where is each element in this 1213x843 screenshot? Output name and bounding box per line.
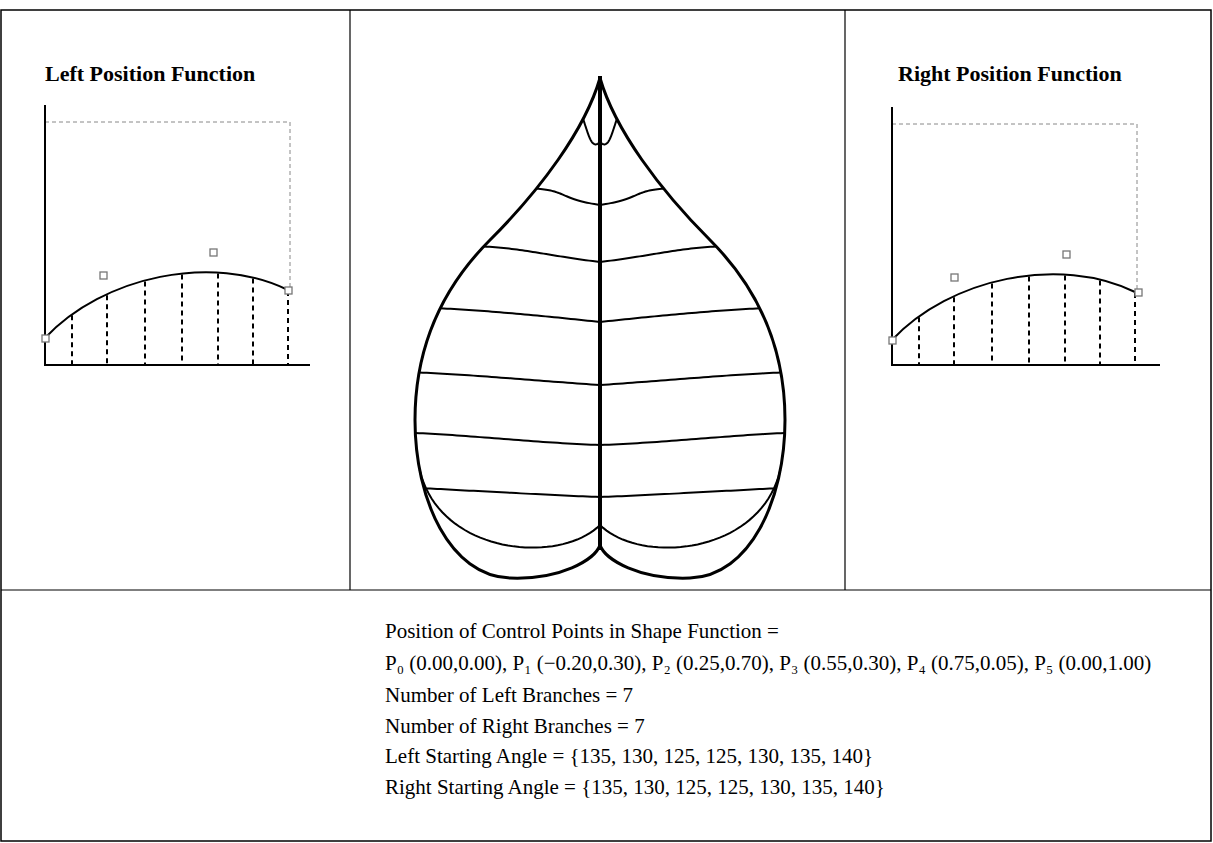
x-axis [44,364,310,366]
sample-lines [72,274,288,364]
control-point [285,287,292,294]
leaf-outline [600,78,785,578]
leaf-vein [583,119,600,144]
leaf-vein [600,189,664,205]
sample-line [252,278,254,364]
y-axis [891,107,893,366]
leaf-vein [600,433,785,445]
leaf-vein [424,488,600,497]
sample-line [181,275,183,364]
panel-divider [1,589,1211,590]
leaf-vein [419,372,600,385]
y-axis [44,105,46,366]
leaf-vein [484,246,600,262]
leaf-vein [600,470,780,548]
leaf-vein [536,189,600,205]
sample-line [1099,280,1101,366]
sample-line [106,295,108,364]
control-point [42,335,49,342]
control-point [100,272,107,279]
bounding-box [45,122,290,290]
position-function-chart [889,107,1160,366]
parameter-text: P₀ (0.00,0.00), P₁ (−0.20,0.30), P₂ (0.2… [385,651,1151,676]
leaf-vein [600,372,781,385]
leaf-midrib [598,76,602,550]
leaf-vein [600,308,760,322]
control-point [1135,289,1142,296]
leaf-vein [440,308,600,322]
sample-line [217,274,219,364]
bezier-curve [45,272,288,338]
sample-line [953,297,955,366]
panel-heading: Left Position Function [45,61,255,87]
sample-line [991,283,993,366]
leaf-outline [415,78,600,578]
leaf-illustration [415,76,785,578]
sample-line [287,291,289,364]
sample-line [1064,276,1066,366]
panel-divider [349,10,350,590]
bezier-curve [892,274,1135,340]
panel-divider [844,10,845,590]
parameter-text: Number of Right Branches = 7 [385,714,645,739]
leaf-vein [420,470,600,548]
parameter-text: Number of Left Branches = 7 [385,683,633,708]
leaf-vein [600,119,617,144]
outer-frame [1,10,1211,841]
parameter-text: Left Starting Angle = {135, 130, 125, 12… [385,744,873,769]
control-point [210,249,217,256]
position-function-chart [42,105,310,366]
x-axis [891,364,1160,366]
bounding-box [892,124,1137,292]
sample-lines [919,276,1135,366]
sample-line [71,315,73,364]
parameter-text: Position of Control Points in Shape Func… [385,619,779,644]
leaf-vein [600,488,776,497]
leaf-vein [415,433,600,445]
leaf-vein [600,246,716,262]
panel-heading: Right Position Function [898,61,1122,87]
control-point [889,337,896,344]
sample-line [1028,277,1030,366]
control-point [951,274,958,281]
sample-line [144,281,146,364]
sample-line [1134,293,1136,366]
sample-line [918,317,920,366]
parameter-text: Right Starting Angle = {135, 130, 125, 1… [385,775,885,800]
control-point [1063,251,1070,258]
